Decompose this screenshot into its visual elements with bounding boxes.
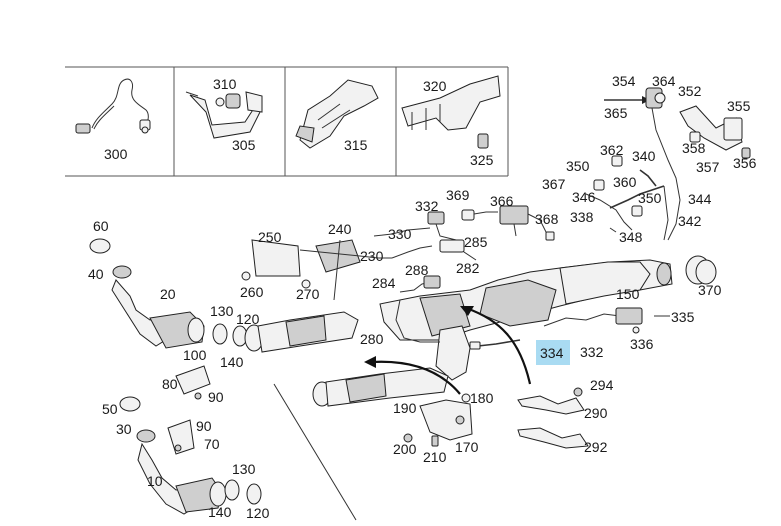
callout-370: 370 — [698, 282, 722, 298]
callout-358: 358 — [682, 140, 706, 156]
callout-344: 344 — [688, 191, 712, 207]
part-364-sensor-cluster — [604, 87, 751, 241]
sensor-wires-middle — [299, 227, 441, 343]
callout-340a: 340 — [632, 148, 656, 164]
callout-325: 325 — [470, 152, 494, 168]
callout-210: 210 — [423, 449, 447, 465]
part-366-control-units — [427, 205, 555, 261]
callout-365: 365 — [604, 105, 628, 121]
callout-342: 342 — [678, 213, 702, 229]
callout-366: 366 — [490, 193, 514, 209]
callout-120b: 120 — [246, 505, 270, 521]
part-315-heat-shield — [295, 79, 379, 149]
flow-arrows — [364, 306, 532, 395]
callout-356: 356 — [733, 155, 757, 171]
callout-332b: 332 — [580, 344, 604, 360]
callout-355: 355 — [727, 98, 751, 114]
part-y-pipe — [435, 325, 471, 381]
callout-336: 336 — [630, 336, 654, 352]
callout-369: 369 — [446, 187, 470, 203]
part-80-bracket — [174, 365, 211, 452]
callout-100: 100 — [183, 347, 207, 363]
callout-130a: 130 — [210, 303, 234, 319]
callout-334: 334 — [540, 345, 564, 361]
callout-364: 364 — [652, 73, 676, 89]
callout-330: 330 — [388, 226, 412, 242]
callout-282: 282 — [456, 260, 480, 276]
callout-140a: 140 — [220, 354, 244, 370]
part-150-middle-silencer — [379, 259, 673, 341]
callout-270: 270 — [296, 286, 320, 302]
clamps-130-120 — [212, 323, 262, 505]
inset-panels — [65, 66, 509, 177]
callout-200: 200 — [393, 441, 417, 457]
callout-315: 315 — [344, 137, 368, 153]
callout-335: 335 — [671, 309, 695, 325]
callout-90a: 90 — [208, 389, 224, 405]
callout-130b: 130 — [232, 461, 256, 477]
callout-294: 294 — [590, 377, 614, 393]
part-370-clamp — [685, 255, 717, 285]
part-305-bracket — [185, 91, 263, 139]
callout-40: 40 — [88, 266, 104, 282]
callout-250: 250 — [258, 229, 282, 245]
callout-260: 260 — [240, 284, 264, 300]
callout-300: 300 — [104, 146, 128, 162]
callout-354: 354 — [612, 73, 636, 89]
callout-290: 290 — [584, 405, 608, 421]
callout-280: 280 — [360, 331, 384, 347]
callout-357: 357 — [696, 159, 720, 175]
callout-240: 240 — [328, 221, 352, 237]
callout-170: 170 — [455, 439, 479, 455]
callout-20: 20 — [160, 286, 176, 302]
callout-140b: 140 — [208, 504, 232, 520]
callout-230: 230 — [360, 248, 384, 264]
callout-30: 30 — [116, 421, 132, 437]
callout-367: 367 — [542, 176, 566, 192]
part-170-bracket — [403, 393, 473, 447]
callout-362: 362 — [600, 142, 624, 158]
part-rear-pipe-lower — [312, 367, 449, 407]
part-10-manifold-lower — [119, 396, 227, 515]
callout-348: 348 — [619, 229, 643, 245]
sensor-lines-340-350 — [585, 155, 669, 241]
part-335-nox-sensor — [543, 307, 643, 334]
part-20-manifold-upper — [89, 238, 205, 349]
callout-90b: 90 — [196, 418, 212, 434]
callout-70: 70 — [204, 436, 220, 452]
callout-50: 50 — [102, 401, 118, 417]
leader-lines — [273, 227, 670, 521]
part-front-pipe-left — [244, 311, 359, 353]
callout-346: 346 — [572, 189, 596, 205]
callout-320: 320 — [423, 78, 447, 94]
callout-60: 60 — [93, 218, 109, 234]
callout-360: 360 — [613, 174, 637, 190]
callout-labels: 300 310 305 315 320 325 354 364 352 355 … — [88, 73, 757, 521]
callout-150: 150 — [616, 286, 640, 302]
callout-120a: 120 — [236, 311, 260, 327]
callout-180: 180 — [470, 390, 494, 406]
callout-288: 288 — [405, 262, 429, 278]
callout-80: 80 — [162, 376, 178, 392]
part-300-sensor-cable — [75, 78, 151, 134]
highlight-334 — [536, 340, 570, 365]
callout-10: 10 — [147, 473, 163, 489]
callout-332a: 332 — [415, 198, 439, 214]
callout-352: 352 — [678, 83, 702, 99]
callout-292: 292 — [584, 439, 608, 455]
part-320-mount-bracket — [401, 75, 501, 149]
callout-350b: 350 — [638, 190, 662, 206]
callout-305: 305 — [232, 137, 256, 153]
callout-368: 368 — [535, 211, 559, 227]
part-290-hangers — [517, 387, 589, 449]
callout-284: 284 — [372, 275, 396, 291]
callout-285: 285 — [464, 234, 488, 250]
callout-338: 338 — [570, 209, 594, 225]
callout-350a: 350 — [566, 158, 590, 174]
callout-190: 190 — [393, 400, 417, 416]
part-240-front-cat — [241, 239, 361, 289]
callout-310: 310 — [213, 76, 237, 92]
